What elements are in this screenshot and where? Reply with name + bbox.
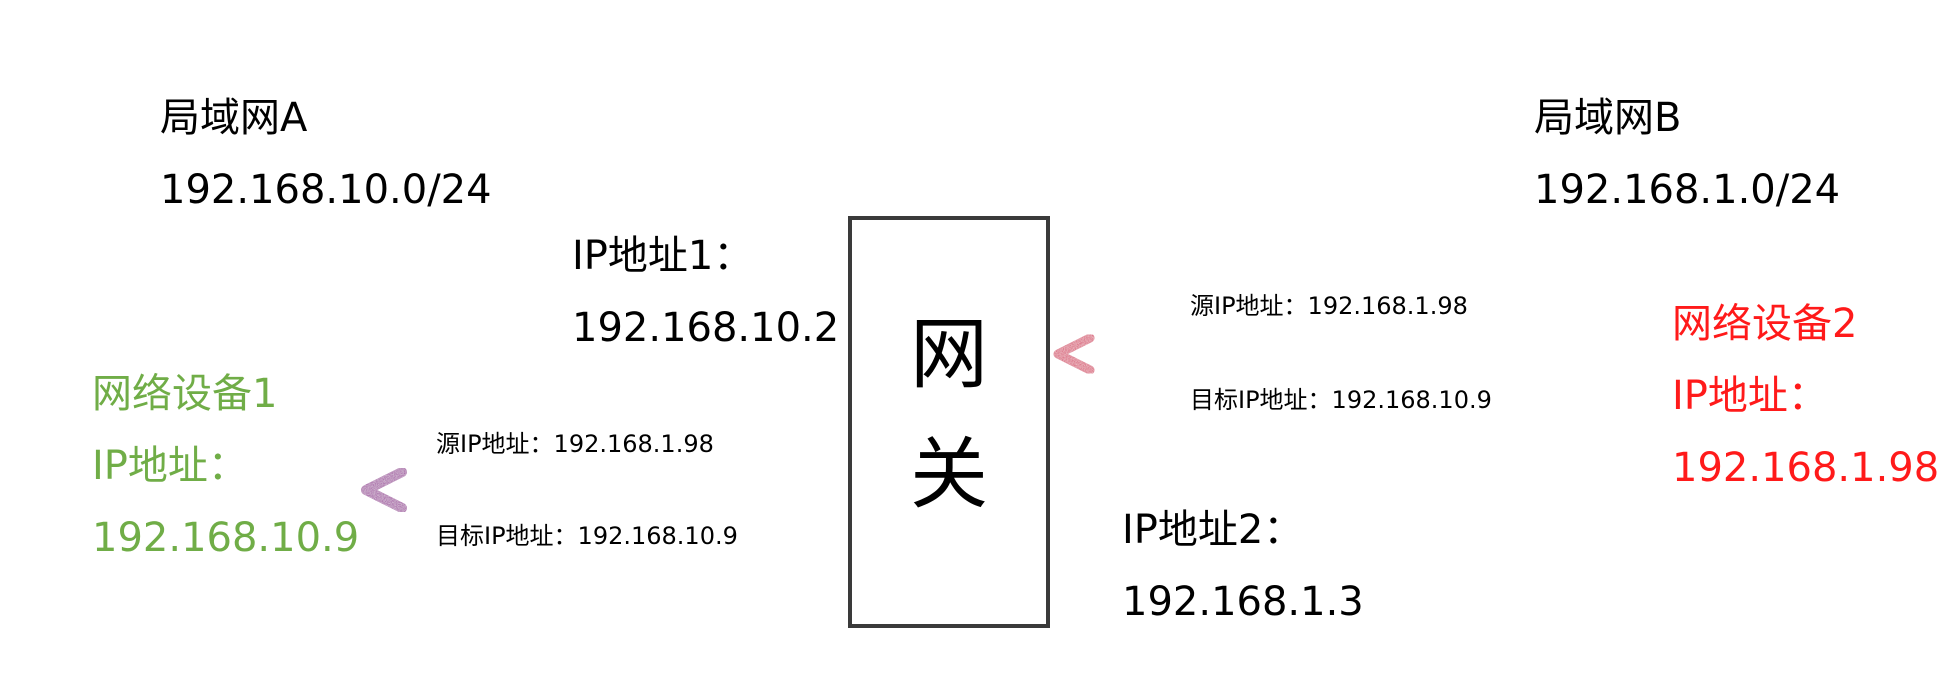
packet-left-src: 源IP地址：192.168.1.98 bbox=[436, 430, 714, 458]
arrow-device2-to-gateway bbox=[1053, 333, 1677, 375]
gateway-char-2: 关 bbox=[909, 430, 988, 520]
gateway-ip2-value: 192.168.1.3 bbox=[1122, 579, 1364, 625]
device1-name: 网络设备1 bbox=[92, 371, 278, 417]
gateway-char-1: 网 bbox=[909, 310, 988, 400]
gateway-ip1-label: IP地址1： bbox=[572, 233, 754, 279]
lan-a-subnet: 192.168.10.0/24 bbox=[160, 167, 492, 213]
device2-name: 网络设备2 bbox=[1672, 301, 1858, 347]
lan-b-name: 局域网B bbox=[1534, 95, 1682, 141]
lan-b-subnet: 192.168.1.0/24 bbox=[1534, 167, 1841, 213]
lan-a-name: 局域网A bbox=[160, 95, 308, 141]
device1-ip-value: 192.168.10.9 bbox=[92, 515, 360, 561]
gateway-ip2-label: IP地址2： bbox=[1122, 507, 1304, 553]
gateway-ip1-value: 192.168.10.2 bbox=[572, 305, 840, 351]
packet-right-src: 源IP地址：192.168.1.98 bbox=[1190, 292, 1468, 320]
packet-left-dst: 目标IP地址：192.168.10.9 bbox=[436, 522, 738, 550]
device1-ip-label: IP地址： bbox=[92, 443, 248, 489]
packet-right-dst: 目标IP地址：192.168.10.9 bbox=[1190, 386, 1492, 414]
gateway-box: 网 关 bbox=[848, 216, 1050, 628]
arrow-gateway-to-device1 bbox=[361, 467, 855, 513]
device2-ip-value: 192.168.1.98 bbox=[1672, 445, 1940, 491]
device2-ip-label: IP地址： bbox=[1672, 373, 1828, 419]
